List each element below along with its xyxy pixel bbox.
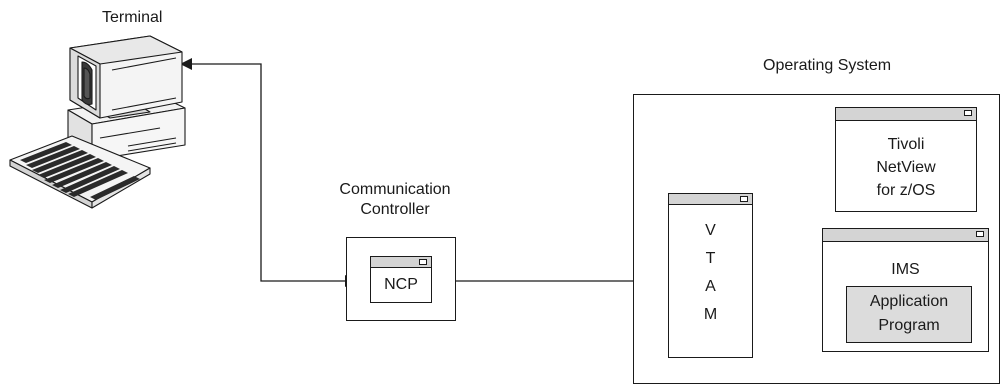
terminal-label: Terminal: [102, 9, 163, 26]
vtam-letter-m: M: [703, 306, 718, 323]
diagram: Terminal Communication Controller NCP Op…: [9, 9, 1000, 384]
communication-controller-box: [346, 237, 456, 321]
application-program-line1: Application: [869, 293, 949, 310]
netview-line3: for z/OS: [876, 182, 936, 199]
netview-line2: NetView: [876, 159, 936, 176]
vtam-letter-v: V: [705, 222, 716, 239]
vtam-letter-t: T: [705, 250, 716, 267]
vtam-window: V T A M: [668, 193, 753, 358]
os-label: Operating System: [763, 57, 892, 74]
application-program-box: Application Program: [846, 286, 972, 343]
ncp-window: NCP: [370, 256, 432, 303]
terminal-arrowhead: [180, 58, 192, 70]
controller-label-line2: Controller: [360, 201, 430, 218]
ims-title-bar: [823, 229, 988, 242]
ncp-window-button-icon: [419, 259, 427, 265]
keyboard-keys: [20, 142, 140, 200]
netview-window: Tivoli NetView for z/OS: [835, 107, 977, 212]
ncp-label: NCP: [384, 276, 418, 293]
ims-window: IMS Application Program: [822, 228, 989, 352]
vtam-letter-a: A: [705, 278, 716, 295]
netview-window-button-icon: [964, 110, 972, 116]
controller-label-line1: Communication: [339, 181, 451, 198]
terminal-ncp-connector: [190, 63, 345, 282]
netview-title-bar: [836, 108, 976, 121]
netview-line1: Tivoli: [887, 136, 925, 153]
ims-label: IMS: [891, 261, 920, 278]
application-program-line2: Program: [878, 317, 940, 334]
ncp-title-bar: [371, 257, 431, 268]
vtam-window-button-icon: [740, 196, 748, 202]
connectors: [9, 35, 822, 287]
ims-window-button-icon: [976, 231, 984, 237]
vtam-title-bar: [669, 194, 752, 205]
controller-label: Communication Controller: [320, 180, 470, 220]
